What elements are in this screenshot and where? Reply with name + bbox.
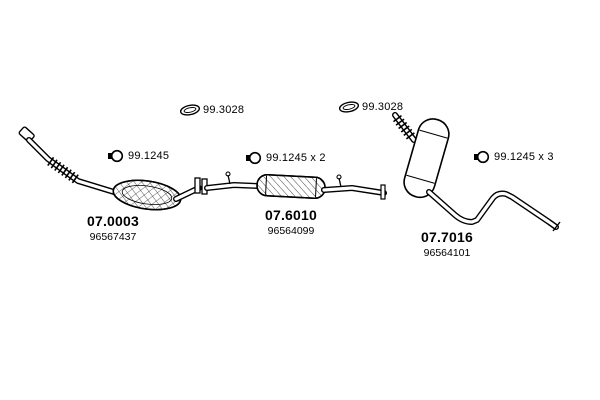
hanger-eye-icon (225, 171, 231, 177)
clamp-label: 99.1245 x 3 (494, 151, 554, 163)
part-code: 07.0003 (86, 213, 139, 229)
part-code: 07.7016 (420, 229, 473, 245)
part-block-middle-silencer: 07.6010 96564099 (255, 207, 327, 237)
gasket-ring-icon (179, 104, 201, 116)
part-code: 07.6010 (264, 207, 317, 223)
part-number: 96564101 (423, 247, 471, 259)
rear-silencer (403, 118, 450, 199)
middle-silencer (256, 173, 326, 200)
rear-inlet-pipe (392, 112, 417, 143)
middle-pipe (204, 171, 261, 191)
catalytic-converter (112, 179, 182, 211)
clamp-label: 99.1245 (128, 150, 170, 162)
part-number: 96564099 (267, 225, 315, 237)
tailpipe-end-cut (552, 221, 561, 232)
part-block-rear-silencer: 07.7016 96564101 (411, 229, 483, 259)
gasket-label: 99.3028 (203, 104, 245, 116)
hanger-eye-icon (336, 174, 342, 180)
front-pipe (26, 137, 117, 195)
middle-outlet-pipe (321, 174, 387, 200)
tailpipe (426, 189, 561, 232)
pipe-end-flange (380, 184, 386, 200)
gasket-label: 99.3028 (362, 101, 404, 113)
clamp-icon (246, 151, 262, 165)
flex-pipe-section (47, 156, 80, 185)
part-block-front-pipe: 07.0003 96567437 (77, 213, 149, 243)
clamp-icon (474, 150, 490, 164)
clamp-icon (108, 149, 124, 163)
gasket-ring-icon (338, 101, 360, 113)
part-number: 96567437 (89, 231, 137, 243)
clamp-label: 99.1245 x 2 (266, 152, 326, 164)
